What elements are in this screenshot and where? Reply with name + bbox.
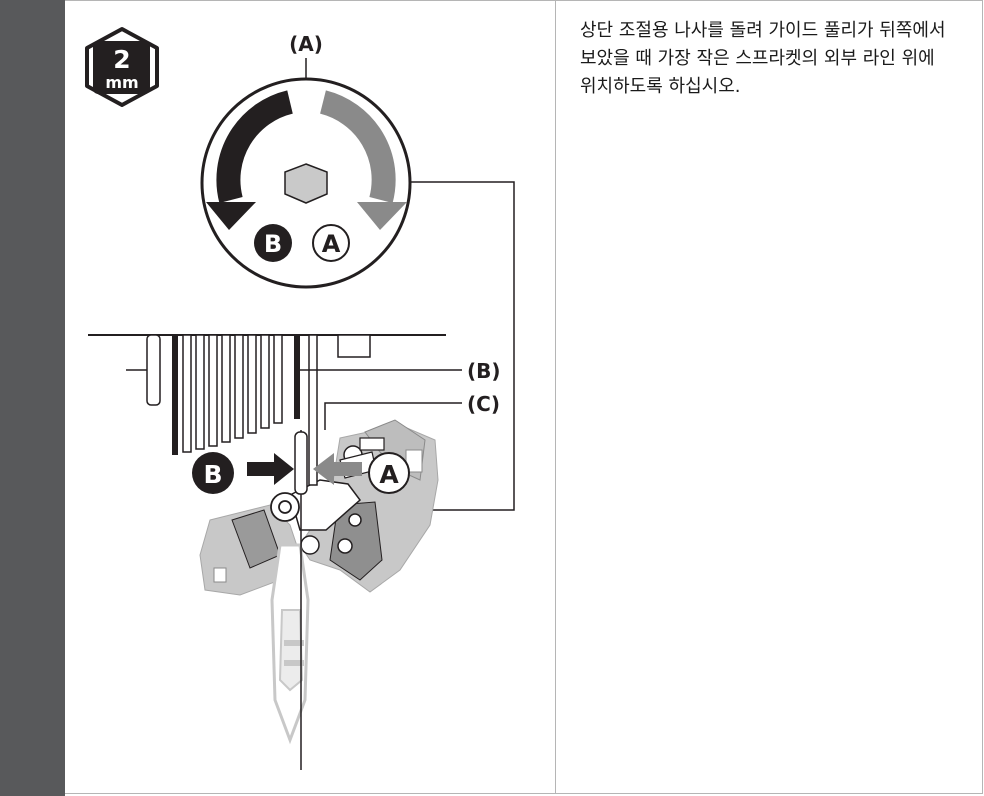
sprocket-cassette bbox=[126, 334, 371, 486]
left-sidebar-bar bbox=[0, 0, 65, 796]
arrow-a-turn-icon bbox=[319, 90, 396, 204]
badge-a-circle bbox=[312, 224, 350, 262]
screw-zoom-circle: B A bbox=[200, 77, 412, 289]
derailleur-adjustment-illustration: 2 mm (A) B A bbox=[65, 0, 555, 794]
hex-screw-icon bbox=[284, 163, 328, 204]
outer-line-label-c: (C) bbox=[467, 392, 500, 416]
screw-label-a: (A) bbox=[289, 32, 323, 56]
badge-a-pulley-letter: A bbox=[379, 460, 399, 489]
outer-line-leader-line bbox=[324, 402, 462, 430]
content-frame bbox=[65, 0, 983, 794]
wrench-size-unit: mm bbox=[105, 73, 138, 92]
guide-pulley bbox=[294, 431, 308, 495]
guide-pulley-label-b: (B) bbox=[467, 359, 501, 383]
arrow-b-turn-icon bbox=[216, 90, 294, 204]
arrow-b-head-icon bbox=[206, 202, 256, 230]
instruction-text: 상단 조절용 나사를 돌려 가이드 풀리가 뒤쪽에서 보았을 때 가장 작은 스… bbox=[580, 20, 946, 97]
arrow-a-push-icon bbox=[313, 453, 362, 485]
badge-b-letter: B bbox=[264, 230, 282, 258]
badge-b-circle bbox=[254, 224, 292, 262]
badge-b-pulley-letter: B bbox=[203, 460, 222, 489]
badge-b-pulley-circle bbox=[192, 452, 234, 494]
badge-a-pulley-circle bbox=[368, 452, 410, 494]
arrow-a-head-icon bbox=[357, 202, 407, 230]
column-divider bbox=[555, 0, 556, 794]
wrench-size-number: 2 bbox=[113, 45, 130, 74]
hex-wrench-2mm-icon: 2 mm bbox=[85, 27, 159, 107]
arrow-b-push-icon bbox=[247, 453, 294, 485]
badge-a-letter: A bbox=[322, 230, 341, 258]
